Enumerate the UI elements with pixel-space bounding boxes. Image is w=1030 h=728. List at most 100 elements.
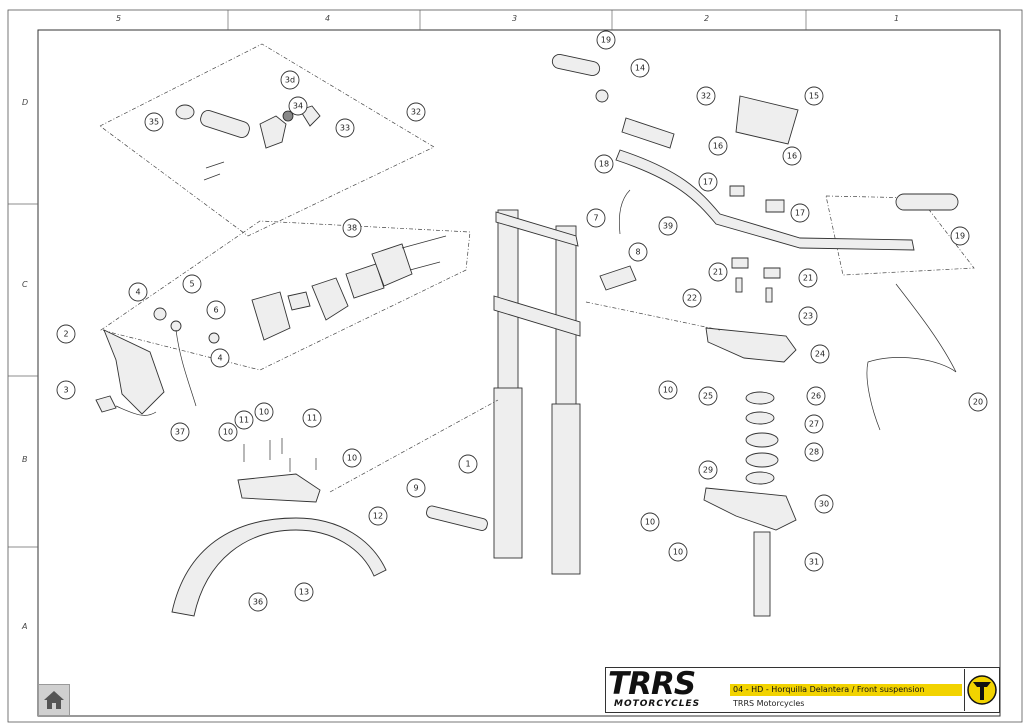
callout-label: 19: [601, 36, 611, 45]
callout-label: 27: [809, 420, 819, 429]
callout-label: 34: [293, 102, 303, 111]
callout-5: 5: [182, 274, 202, 294]
module-left: [251, 291, 291, 341]
callout-label: 36: [253, 598, 263, 607]
callout-circle: [950, 226, 970, 246]
callout-10a: 10: [658, 380, 678, 400]
callout-label: 33: [340, 124, 350, 133]
callout-label: 10: [645, 518, 655, 527]
callout-circle: [782, 146, 802, 166]
zone-row-b: B: [22, 455, 28, 464]
callout-label: 3: [63, 386, 68, 395]
callout-25: 25: [698, 386, 718, 406]
callout-33: 33: [335, 118, 355, 138]
callout-label: 6: [213, 306, 218, 315]
callout-label: 24: [815, 350, 825, 359]
callout-label: 35: [149, 118, 159, 127]
cable-20: [866, 283, 957, 431]
callout-label: 5: [189, 280, 194, 289]
callout-circle: [128, 282, 148, 302]
callout-circle: [144, 112, 164, 132]
callout-label: 39: [663, 222, 673, 231]
callout-label: 15: [809, 92, 819, 101]
module-38: [371, 243, 413, 287]
seal-26: [745, 391, 775, 405]
callout-label: 8: [635, 248, 640, 257]
callout-21a: 21: [708, 262, 728, 282]
cable-39: [618, 189, 631, 235]
callout-16a: 16: [708, 136, 728, 156]
callout-11a: 11: [234, 410, 254, 430]
callout-circle: [804, 442, 824, 462]
callout-circle: [804, 86, 824, 106]
callout-label: 23: [803, 312, 813, 321]
callout-label: 7: [593, 214, 598, 223]
brand-logo: TRRS MOTORCYCLES: [608, 666, 729, 711]
callout-circle: [56, 380, 76, 400]
callout-10d: 10: [218, 422, 238, 442]
callout-label: 10: [259, 408, 269, 417]
t-emblem-icon: [967, 675, 997, 705]
callout-circle: [288, 96, 308, 116]
callout-circle: [368, 506, 388, 526]
callout-label: 31: [809, 558, 819, 567]
callout-11b: 11: [302, 408, 322, 428]
callout-circle: [170, 422, 190, 442]
callout-circle: [698, 460, 718, 480]
part-3d: [282, 110, 294, 122]
fender-bolts: [243, 438, 317, 472]
stem-31: [753, 531, 771, 617]
callout-circle: [640, 512, 660, 532]
axle-9: [426, 505, 488, 531]
callout-circle: [708, 136, 728, 156]
callout-10e: 10: [254, 402, 274, 422]
callout-label: 4: [217, 354, 222, 363]
callout-label: 37: [175, 428, 185, 437]
callout-label: 18: [599, 160, 609, 169]
callout-circle: [458, 454, 478, 474]
callout-label: 21: [713, 268, 723, 277]
top-clamp-24: [705, 327, 797, 363]
callout-39: 39: [658, 216, 678, 236]
fork-bottom-crown: [493, 295, 581, 337]
callout-7: 7: [586, 208, 606, 228]
callout-10f: 10: [342, 448, 362, 468]
fork-slider-right: [551, 403, 581, 575]
callout-circle: [594, 154, 614, 174]
clamp-17-right: [765, 199, 785, 213]
callout-circle: [335, 118, 355, 138]
throttle-32: [621, 117, 675, 149]
callout-circle: [814, 494, 834, 514]
home-button[interactable]: [38, 684, 70, 716]
callout-27: 27: [804, 414, 824, 434]
callout-circle: [798, 268, 818, 288]
callout-circle: [804, 552, 824, 572]
company-name: TRRS Motorcycles: [733, 699, 805, 708]
zone-row-c: C: [22, 280, 28, 289]
fork-top-crown: [495, 211, 579, 247]
callout-label: 17: [703, 178, 713, 187]
callout-10c: 10: [668, 542, 688, 562]
callout-circle: [342, 448, 362, 468]
light-3: [95, 395, 117, 413]
light-wire: [115, 405, 157, 416]
callout-13: 13: [294, 582, 314, 602]
callout-label: 30: [819, 500, 829, 509]
callout-28: 28: [804, 442, 824, 462]
callout-circle: [210, 348, 230, 368]
callout-circle: [406, 478, 426, 498]
callout-circle: [698, 386, 718, 406]
callout-3: 3: [56, 380, 76, 400]
callout-circle: [248, 592, 268, 612]
home-icon: [44, 691, 64, 709]
module-box: [345, 263, 385, 299]
callout-30: 30: [814, 494, 834, 514]
callout-label: 11: [239, 416, 249, 425]
callout-label: 16: [787, 152, 797, 161]
callout-label: 13: [299, 588, 309, 597]
callout-29: 29: [698, 460, 718, 480]
callout-label: 32: [701, 92, 711, 101]
callout-label: 38: [347, 224, 357, 233]
